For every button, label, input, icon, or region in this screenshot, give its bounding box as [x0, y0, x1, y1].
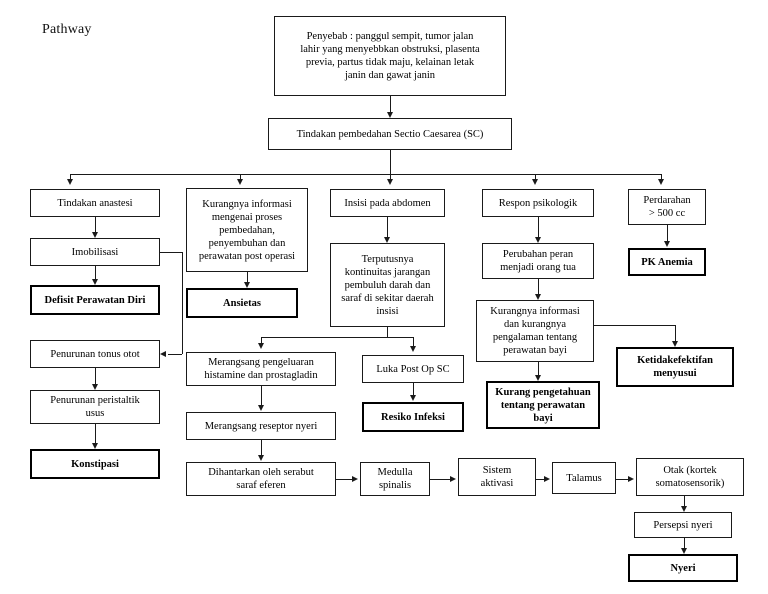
- node-persepsi-nyeri[interactable]: Persepsi nyeri: [634, 512, 732, 538]
- arrowhead-right-icon: [352, 475, 358, 482]
- node-merangsang-histamine[interactable]: Merangsang pengeluaran histamine dan pro…: [186, 352, 336, 386]
- edge-terputusnya-bar: [261, 337, 413, 338]
- node-anastesi[interactable]: Tindakan anastesi: [30, 189, 160, 217]
- node-pk-anemia[interactable]: PK Anemia: [628, 248, 706, 276]
- edge-penyebab-to-sc: [390, 96, 391, 112]
- edge-perubahan-info2: [538, 279, 539, 294]
- edge-terputusnya-stem: [387, 327, 388, 337]
- node-imobilisasi[interactable]: Imobilisasi: [30, 238, 160, 266]
- node-luka-post-op-sc[interactable]: Luka Post Op SC: [362, 355, 464, 383]
- node-perdarahan[interactable]: Perdarahan > 500 cc: [628, 189, 706, 225]
- edge-persepsi-nyeri: [684, 538, 685, 548]
- edge-terputusnya-left-leg: [261, 337, 262, 346]
- edge-imobilisasi-down: [182, 252, 183, 354]
- edge-info2-right: [594, 325, 675, 326]
- node-otak-kortek-somatosensorik[interactable]: Otak (kortek somatosensorik): [636, 458, 744, 496]
- arrowhead-down-icon: [236, 179, 243, 185]
- edge-imobilisasi-right: [160, 252, 182, 253]
- node-terputusnya-kontinuitas[interactable]: Terputusnya kontinuitas jarangan pembulu…: [330, 243, 445, 327]
- arrowhead-right-icon: [450, 475, 456, 482]
- node-penurunan-peristaltik[interactable]: Penurunan peristaltik usus: [30, 390, 160, 424]
- node-merangsang-reseptor-nyeri[interactable]: Merangsang reseptor nyeri: [186, 412, 336, 440]
- edge-tonus-peristaltik: [95, 368, 96, 384]
- arrowhead-right-icon: [628, 475, 634, 482]
- node-insisi-pada-abdomen[interactable]: Insisi pada abdomen: [330, 189, 445, 217]
- arrowhead-down-icon: [91, 232, 98, 238]
- arrowhead-down-icon: [409, 346, 416, 352]
- edge-talamus-otak: [616, 479, 628, 480]
- node-defisit-perawatan-diri[interactable]: Defisit Perawatan Diri: [30, 285, 160, 315]
- node-tindakan-sc[interactable]: Tindakan pembedahan Sectio Caesarea (SC): [268, 118, 512, 150]
- node-sistem-aktivasi[interactable]: Sistem aktivasi: [458, 458, 536, 496]
- arrowhead-down-icon: [409, 395, 416, 401]
- arrowhead-down-icon: [534, 375, 541, 381]
- node-resiko-infeksi[interactable]: Resiko Infeksi: [362, 402, 464, 432]
- arrowhead-down-icon: [534, 294, 541, 300]
- edge-info2-down: [675, 325, 676, 341]
- arrowhead-down-icon: [257, 343, 264, 349]
- arrowhead-down-icon: [680, 506, 687, 512]
- edge-otak-persepsi: [684, 496, 685, 506]
- edge-imobilisasi-left: [168, 354, 182, 355]
- edge-luka-resiko: [413, 383, 414, 395]
- node-kurangnya-informasi-bayi[interactable]: Kurangnya informasi dan kurangnya pengal…: [476, 300, 594, 362]
- arrowhead-down-icon: [663, 241, 670, 247]
- edge-branch-3: [390, 174, 391, 183]
- edge-info2-pengetahuan: [538, 362, 539, 375]
- edge-branch-4: [535, 174, 536, 183]
- node-ketidakefektifan-menyusui[interactable]: Ketidakefektifan menyusui: [616, 347, 734, 387]
- edge-imobilisasi-defisit: [95, 266, 96, 279]
- edge-anastesi-imobilisasi: [95, 217, 96, 232]
- arrowhead-down-icon: [243, 282, 250, 288]
- edge-branch-5: [661, 174, 662, 183]
- node-kurang-pengetahuan-bayi[interactable]: Kurang pengetahuan tentang perawatan bay…: [486, 381, 600, 429]
- edge-branch-1: [70, 174, 71, 183]
- arrowhead-left-icon: [160, 350, 166, 357]
- arrowhead-down-icon: [91, 443, 98, 449]
- edge-serabut-medulla: [336, 479, 352, 480]
- edge-medulla-sistem: [430, 479, 450, 480]
- arrowhead-down-icon: [680, 548, 687, 554]
- node-kurangnya-informasi-operasi[interactable]: Kurangnya informasi mengenai proses pemb…: [186, 188, 308, 272]
- node-konstipasi[interactable]: Konstipasi: [30, 449, 160, 479]
- arrowhead-down-icon: [657, 179, 664, 185]
- arrowhead-down-icon: [386, 112, 393, 118]
- edge-histamine-reseptor: [261, 386, 262, 405]
- node-nyeri[interactable]: Nyeri: [628, 554, 738, 582]
- edge-sc-stem: [390, 150, 391, 174]
- edge-peristaltik-konstipasi: [95, 424, 96, 443]
- node-penurunan-tonus-otot[interactable]: Penurunan tonus otot: [30, 340, 160, 368]
- edge-info1-ansietas: [247, 272, 248, 282]
- edge-insisi-terputusnya: [387, 217, 388, 237]
- node-penyebab[interactable]: Penyebab : panggul sempit, tumor jalan l…: [274, 16, 506, 96]
- edge-branch-bar: [70, 174, 661, 175]
- node-medulla-spinalis[interactable]: Medulla spinalis: [360, 462, 430, 496]
- arrowhead-down-icon: [531, 179, 538, 185]
- arrowhead-down-icon: [91, 279, 98, 285]
- edge-perdarahan-anemia: [667, 225, 668, 241]
- edge-terputusnya-right-leg: [413, 337, 414, 348]
- edge-respon-perubahan: [538, 217, 539, 237]
- node-perubahan-peran[interactable]: Perubahan peran menjadi orang tua: [482, 243, 594, 279]
- arrowhead-down-icon: [66, 179, 73, 185]
- node-respon-psikologik[interactable]: Respon psikologik: [482, 189, 594, 217]
- arrowhead-right-icon: [544, 475, 550, 482]
- node-serabut-saraf-eferen[interactable]: Dihantarkan oleh serabut saraf eferen: [186, 462, 336, 496]
- arrowhead-down-icon: [91, 384, 98, 390]
- edge-sistem-talamus: [536, 479, 544, 480]
- arrowhead-down-icon: [671, 341, 678, 347]
- edge-reseptor-serabut: [261, 440, 262, 455]
- arrowhead-down-icon: [534, 237, 541, 243]
- page-title: Pathway: [42, 22, 92, 37]
- arrowhead-down-icon: [257, 405, 264, 411]
- arrowhead-down-icon: [383, 237, 390, 243]
- node-ansietas[interactable]: Ansietas: [186, 288, 298, 318]
- arrowhead-down-icon: [257, 455, 264, 461]
- edge-branch-2: [240, 174, 241, 183]
- arrowhead-down-icon: [386, 179, 393, 185]
- node-talamus[interactable]: Talamus: [552, 462, 616, 494]
